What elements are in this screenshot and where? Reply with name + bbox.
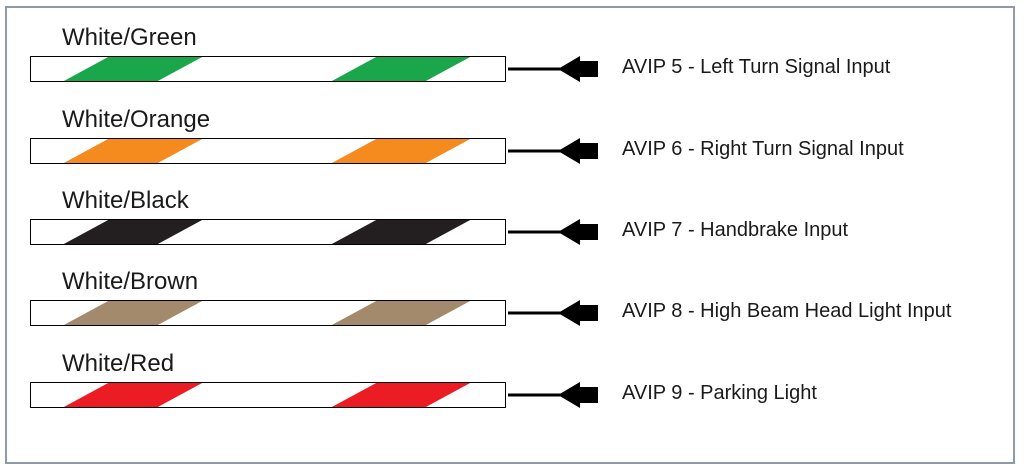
wire-description: AVIP 7 - Handbrake Input: [622, 219, 849, 241]
wire-stripe-bar: [30, 382, 506, 408]
wire-color-stripe: [62, 382, 204, 408]
wire-outline: [30, 219, 506, 245]
wire-description: AVIP 8 - High Beam Head Light Input: [622, 300, 952, 322]
wire-color-label: White/Black: [62, 187, 189, 214]
wire-color-stripe: [62, 56, 204, 82]
wire-color-stripe: [330, 300, 472, 326]
arrow-icon: [508, 138, 598, 164]
wire-description: AVIP 6 - Right Turn Signal Input: [622, 138, 904, 160]
wire-row: White/Brown AVIP 8 - High Beam Head Ligh…: [0, 268, 1024, 350]
wire-color-stripe: [62, 219, 204, 245]
wire-color-label: White/Orange: [62, 106, 211, 133]
wire-stripe-graphic: [30, 382, 506, 408]
wire-color-stripe: [330, 56, 472, 82]
wire-color-stripe: [330, 382, 472, 408]
wire-description: AVIP 9 - Parking Light: [622, 382, 817, 404]
wire-stripe-bar: [30, 300, 506, 326]
wire-stripe-graphic: [30, 138, 506, 164]
wire-stripe-bar: [30, 56, 506, 82]
wire-color-stripe: [62, 138, 204, 164]
arrow-icon: [508, 382, 598, 408]
wire-color-stripe: [62, 300, 204, 326]
wire-outline: [30, 138, 506, 164]
wire-color-label: White/Green: [62, 24, 197, 51]
wire-stripe-graphic: [30, 219, 506, 245]
wire-color-label: White/Red: [62, 350, 175, 377]
wire-row: White/Red AVIP 9 - Parking Light: [0, 350, 1024, 432]
arrow-icon: [508, 219, 598, 245]
arrow-icon: [508, 300, 598, 326]
wire-description: AVIP 5 - Left Turn Signal Input: [622, 56, 891, 78]
wire-row: White/Orange AVIP 6 - Right Turn Signal …: [0, 106, 1024, 188]
wire-color-label: White/Brown: [62, 268, 199, 295]
wire-outline: [30, 56, 506, 82]
wire-row: White/Green AVIP 5 - Left Turn Signal In…: [0, 24, 1024, 106]
wire-outline: [30, 382, 506, 408]
wire-stripe-bar: [30, 219, 506, 245]
wire-row: White/Black AVIP 7 - Handbrake Input: [0, 187, 1024, 269]
wire-stripe-graphic: [30, 56, 506, 82]
wire-color-stripe: [330, 219, 472, 245]
wire-stripe-graphic: [30, 300, 506, 326]
wire-outline: [30, 300, 506, 326]
wire-color-stripe: [330, 138, 472, 164]
wire-stripe-bar: [30, 138, 506, 164]
arrow-icon: [508, 56, 598, 82]
